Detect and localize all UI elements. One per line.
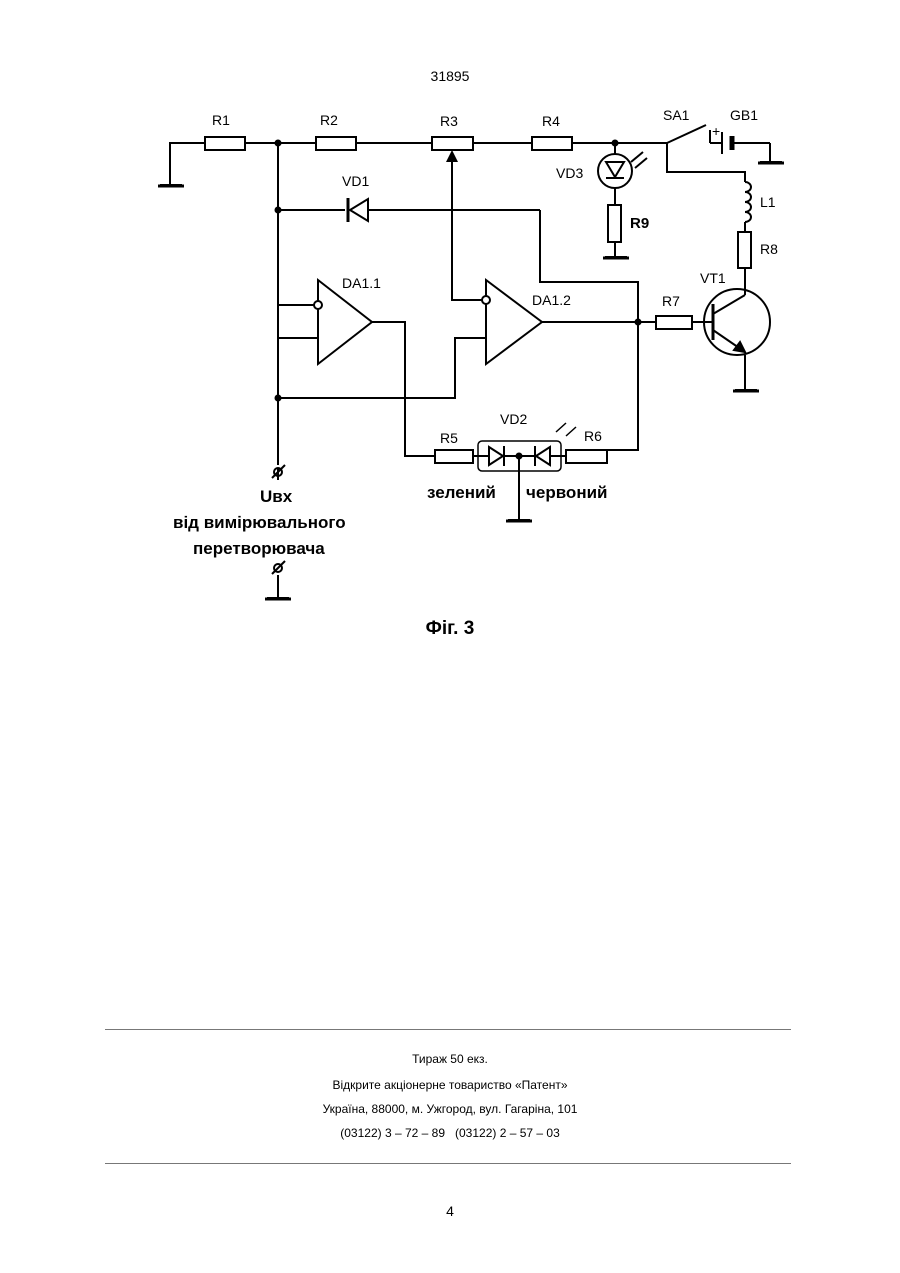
label-da1-2: DA1.2 xyxy=(532,292,571,308)
label-r1: R1 xyxy=(212,112,230,128)
label-da1-1: DA1.1 xyxy=(342,275,381,291)
opamp-da1-1-icon xyxy=(318,280,372,364)
footer-phones: (03122) 3 – 72 – 89 (03122) 2 – 57 – 03 xyxy=(0,1126,900,1140)
figure-caption: Фіг. 3 xyxy=(0,618,900,640)
label-input-source-line1: від вимірювального xyxy=(173,513,346,532)
resistor-r6 xyxy=(566,450,607,463)
document-number: 31895 xyxy=(0,68,900,84)
opamp-da1-2-inverting-marker xyxy=(482,296,490,304)
label-r5: R5 xyxy=(440,430,458,446)
led-vd2-icon xyxy=(478,423,576,520)
label-l1: L1 xyxy=(760,194,776,210)
transistor-vt1-icon xyxy=(704,289,770,355)
label-gb1-plus: + xyxy=(712,123,720,139)
label-r6: R6 xyxy=(584,428,602,444)
resistor-r5 xyxy=(435,450,473,463)
potentiometer-wiper-icon xyxy=(446,150,458,162)
label-sa1: SA1 xyxy=(663,107,690,123)
footer-divider-bottom xyxy=(105,1163,791,1164)
label-vd1: VD1 xyxy=(342,173,369,189)
opamp-da1-1-inverting-marker xyxy=(314,301,322,309)
resistor-r7 xyxy=(656,316,692,329)
footer-address: Україна, 88000, м. Ужгород, вул. Гагарін… xyxy=(0,1102,900,1116)
label-vt1: VT1 xyxy=(700,270,726,286)
resistor-r4 xyxy=(532,137,572,150)
resistor-r2 xyxy=(316,137,356,150)
label-r7: R7 xyxy=(662,293,680,309)
label-led-red: червоний xyxy=(526,483,608,502)
led-vd3-icon xyxy=(598,152,647,188)
label-r4: R4 xyxy=(542,113,560,129)
resistor-r9 xyxy=(608,205,621,242)
ground-symbols xyxy=(158,163,784,599)
footer-divider-top xyxy=(105,1029,791,1030)
label-input-voltage: Uвх xyxy=(260,487,293,506)
diode-vd1-icon xyxy=(348,198,368,222)
inductor-l1-icon xyxy=(745,182,751,222)
label-r8: R8 xyxy=(760,241,778,257)
footer-publisher: Відкрите акціонерне товариство «Патент» xyxy=(0,1078,900,1092)
label-r9: R9 xyxy=(630,215,649,232)
resistor-r1 xyxy=(205,137,245,150)
label-led-green: зелений xyxy=(427,483,496,502)
battery-gb1-icon xyxy=(722,132,732,154)
label-vd2: VD2 xyxy=(500,411,527,427)
label-r2: R2 xyxy=(320,112,338,128)
circuit-schematic: R1 R2 R3 R4 SA1 GB1 + VD1 VD3 R9 L1 R8 V… xyxy=(150,100,790,610)
label-gb1: GB1 xyxy=(730,107,758,123)
resistor-r3 xyxy=(432,137,473,150)
label-input-source-line2: перетворювача xyxy=(193,539,325,558)
resistor-r8 xyxy=(738,232,751,268)
page-number: 4 xyxy=(0,1203,900,1219)
label-vd3: VD3 xyxy=(556,165,583,181)
label-r3: R3 xyxy=(440,113,458,129)
footer-print-run: Тираж 50 екз. xyxy=(0,1052,900,1066)
